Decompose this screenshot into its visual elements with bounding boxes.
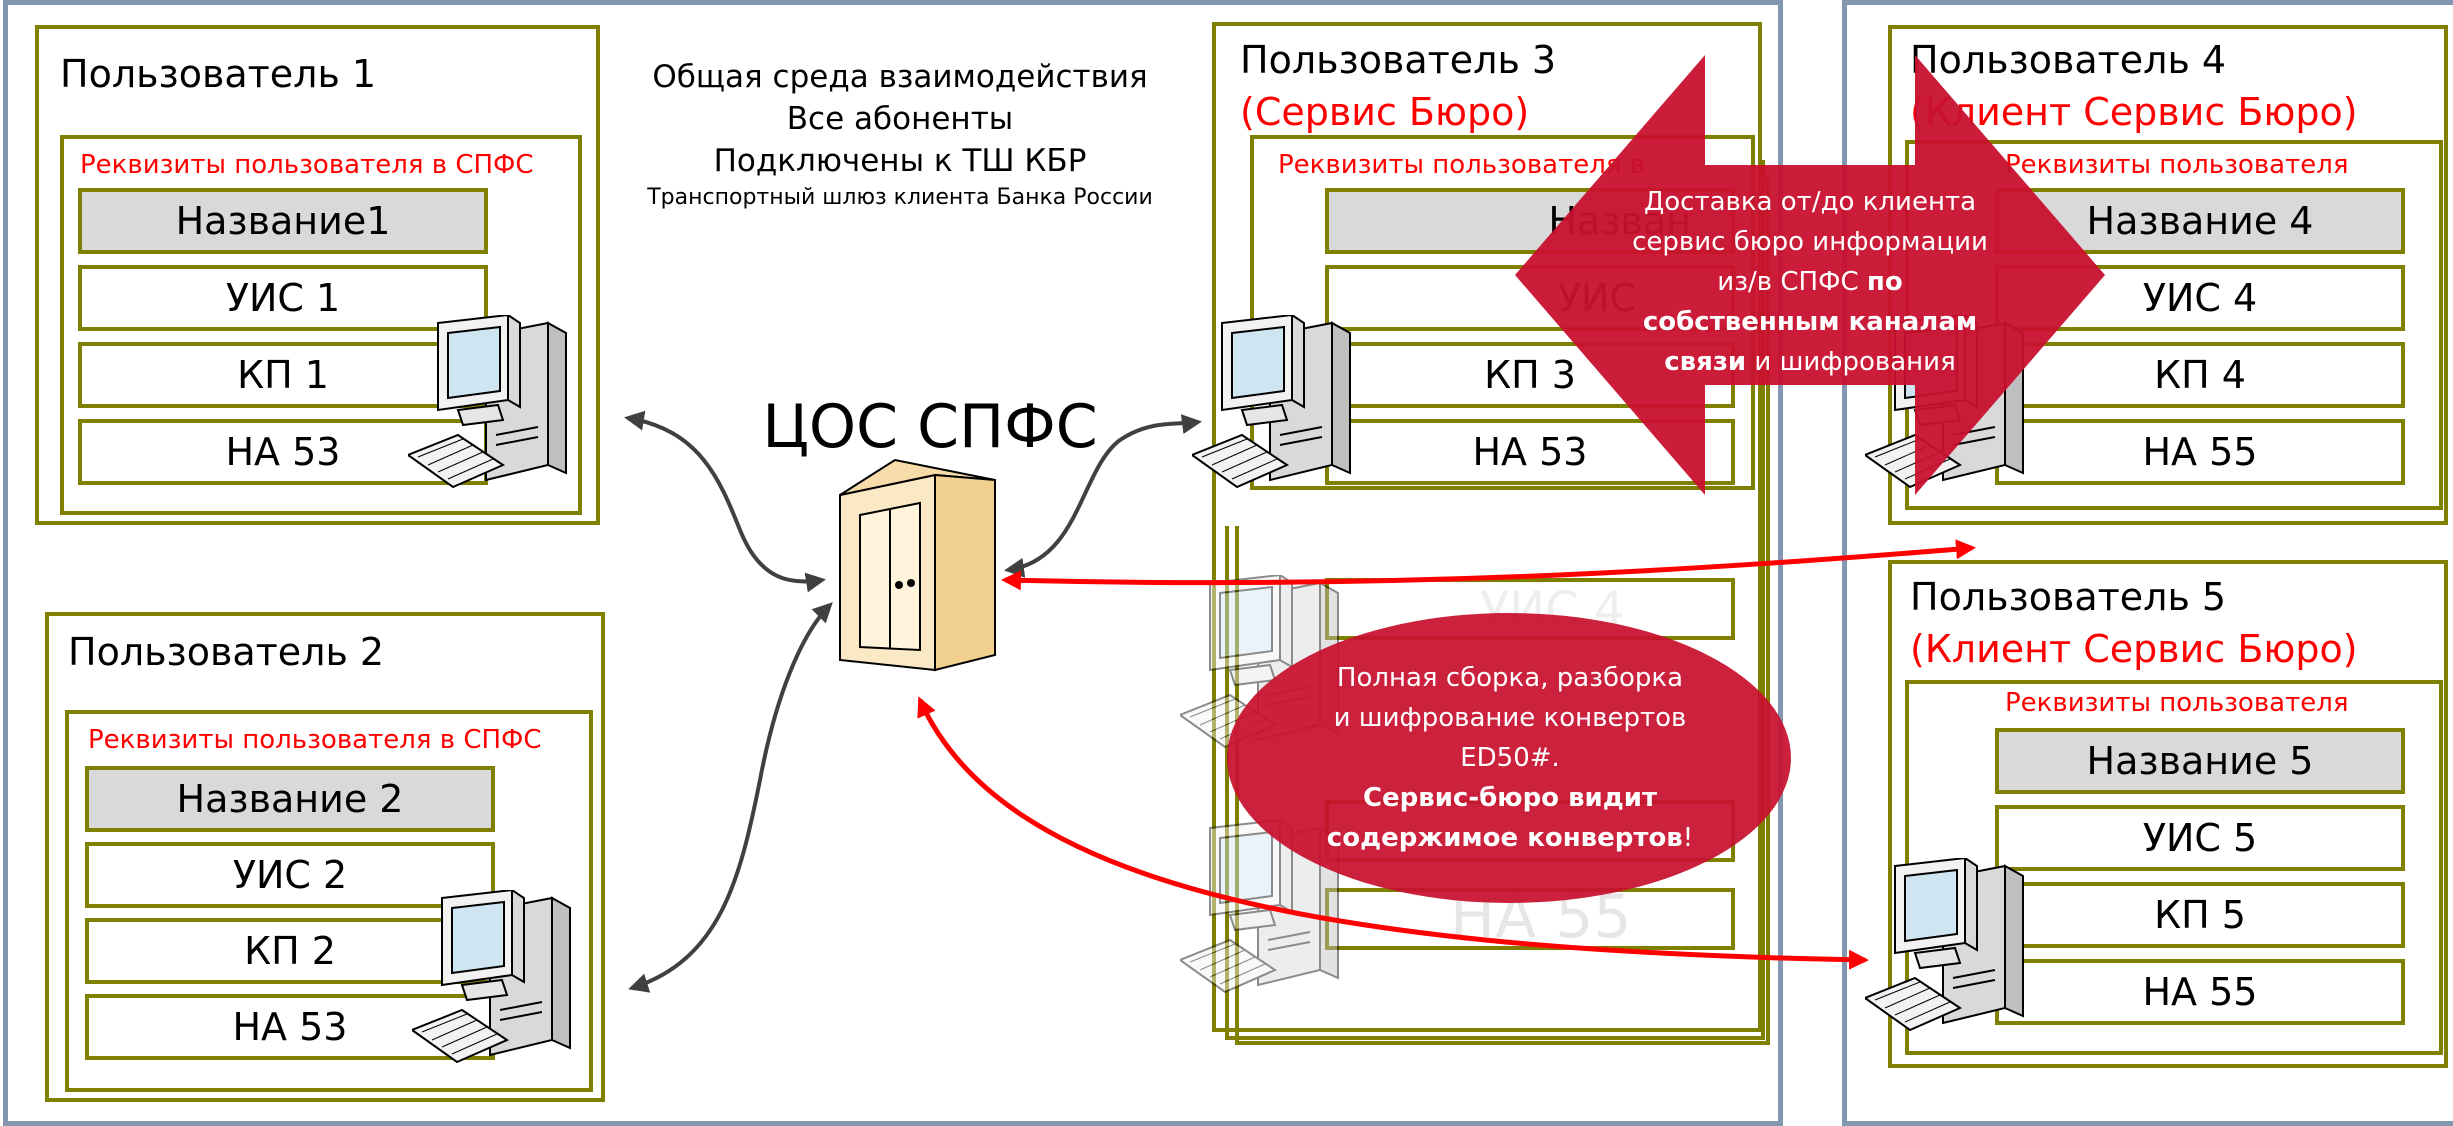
- user5-row-uis: УИС 5: [1995, 805, 2405, 871]
- user4-requisites-label: Реквизиты пользователя: [2005, 150, 2349, 180]
- environment-description: Общая среда взаимодействия Все абоненты …: [647, 59, 1153, 210]
- delivery-callout-text: Доставка от/до клиента сервис бюро инфор…: [1632, 187, 1988, 377]
- user1-row-uis: УИС 1: [78, 265, 488, 331]
- arrow-server-user5: [917, 696, 1869, 970]
- user2-requisites-label: Реквизиты пользователя в СПФС: [88, 725, 542, 755]
- connector-user1-server: [624, 410, 826, 593]
- user3-box: [1212, 22, 1762, 1032]
- user1-requisites-box: [60, 135, 582, 515]
- user1-title: Пользователь 1: [60, 52, 377, 96]
- user4-row-kp: КП 4: [1995, 342, 2405, 408]
- user2-row-uis: УИС 2: [85, 842, 495, 908]
- user2-row-kp: КП 2: [85, 918, 495, 984]
- user2-row-name: Название 2: [85, 766, 495, 832]
- arrow-server-user4: [1001, 539, 1976, 591]
- double-arrow-icon: [1515, 55, 2105, 495]
- connector-server-user3: [1004, 414, 1202, 578]
- user5-subtitle: (Клиент Сервис Бюро): [1910, 627, 2358, 671]
- user5-row-name: Название 5: [1995, 728, 2405, 794]
- assembly-callout-shape: [1227, 613, 1791, 903]
- user1-row-kp: КП 1: [78, 342, 488, 408]
- user4-title: Пользователь 4: [1910, 38, 2227, 82]
- user2-requisites-box: [65, 710, 593, 1092]
- connector-user2-server: [628, 602, 833, 993]
- user4-row-na: НА 55: [1995, 419, 2405, 485]
- user3-title: Пользователь 3: [1240, 38, 1557, 82]
- user3-requisites-label: Реквизиты пользователя в: [1278, 150, 1646, 180]
- assembly-callout-text: Полная сборка, разборка и шифрование кон…: [1326, 663, 1694, 853]
- user1-row-name: Название1: [78, 188, 488, 254]
- server-icon: [839, 458, 996, 672]
- user2-title: Пользователь 2: [68, 630, 385, 674]
- user5-row-kp: КП 5: [1995, 882, 2405, 948]
- user1-requisites-label: Реквизиты пользователя в СПФС: [80, 150, 534, 180]
- user3-subtitle: (Сервис Бюро): [1240, 90, 1530, 134]
- user4-subtitle: (Клиент Сервис Бюро): [1910, 90, 2358, 134]
- user5-requisites-label: Реквизиты пользователя: [2005, 688, 2349, 718]
